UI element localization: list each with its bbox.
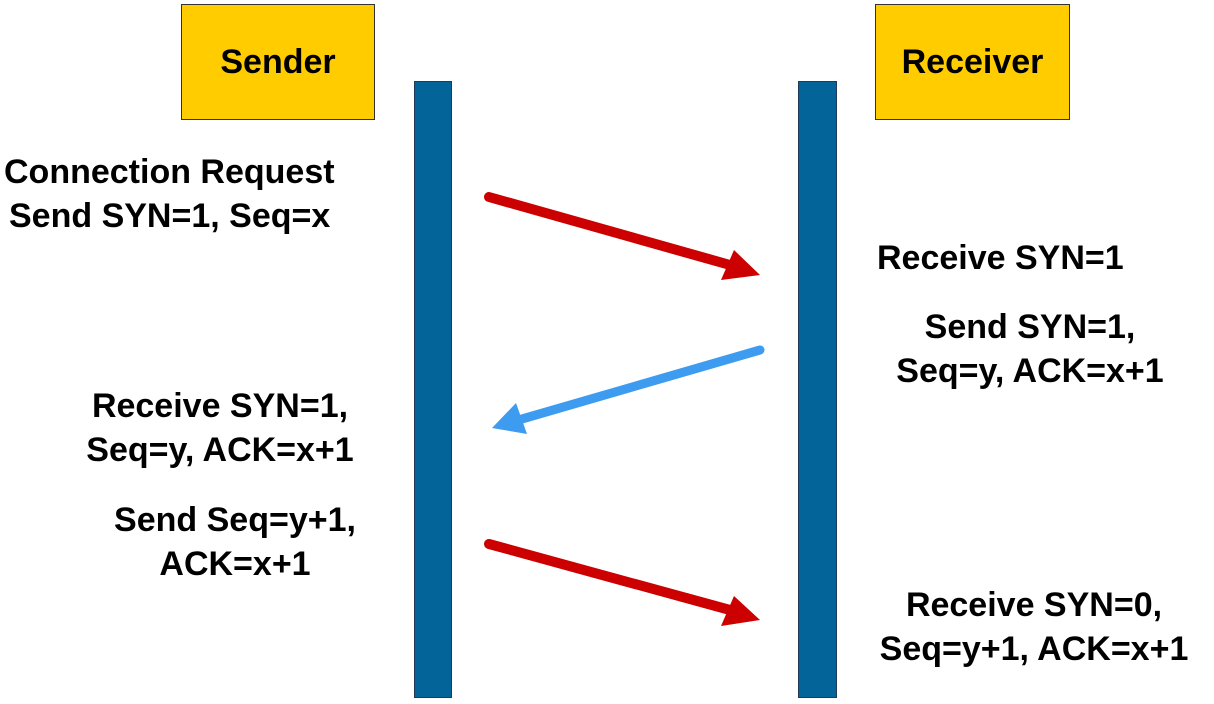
receiver-label: Receiver [901,42,1044,81]
sender-label: Sender [220,42,336,81]
syn-ack-arrow [492,345,765,434]
receiver-box: Receiver [875,4,1070,120]
ack-arrow [484,539,760,626]
sender-step-receive-syn-ack: Receive SYN=1, Seq=y, ACK=x+1 [86,387,354,469]
receiver-lifeline [798,81,837,698]
sender-lifeline [414,81,452,698]
sender-box: Sender [181,4,375,120]
receiver-step-send-syn-ack: Send SYN=1, Seq=y, ACK=x+1 [896,308,1164,390]
syn-arrow [484,192,760,280]
receiver-step-receive-ack: Receive SYN=0, Seq=y+1, ACK=x+1 [879,586,1189,668]
sender-step-send-ack: Send Seq=y+1, ACK=x+1 [114,501,356,583]
receiver-step-receive-syn: Receive SYN=1 [877,239,1124,277]
sender-step-connection-request: Connection Request Send SYN=1, Seq=x [4,153,335,235]
